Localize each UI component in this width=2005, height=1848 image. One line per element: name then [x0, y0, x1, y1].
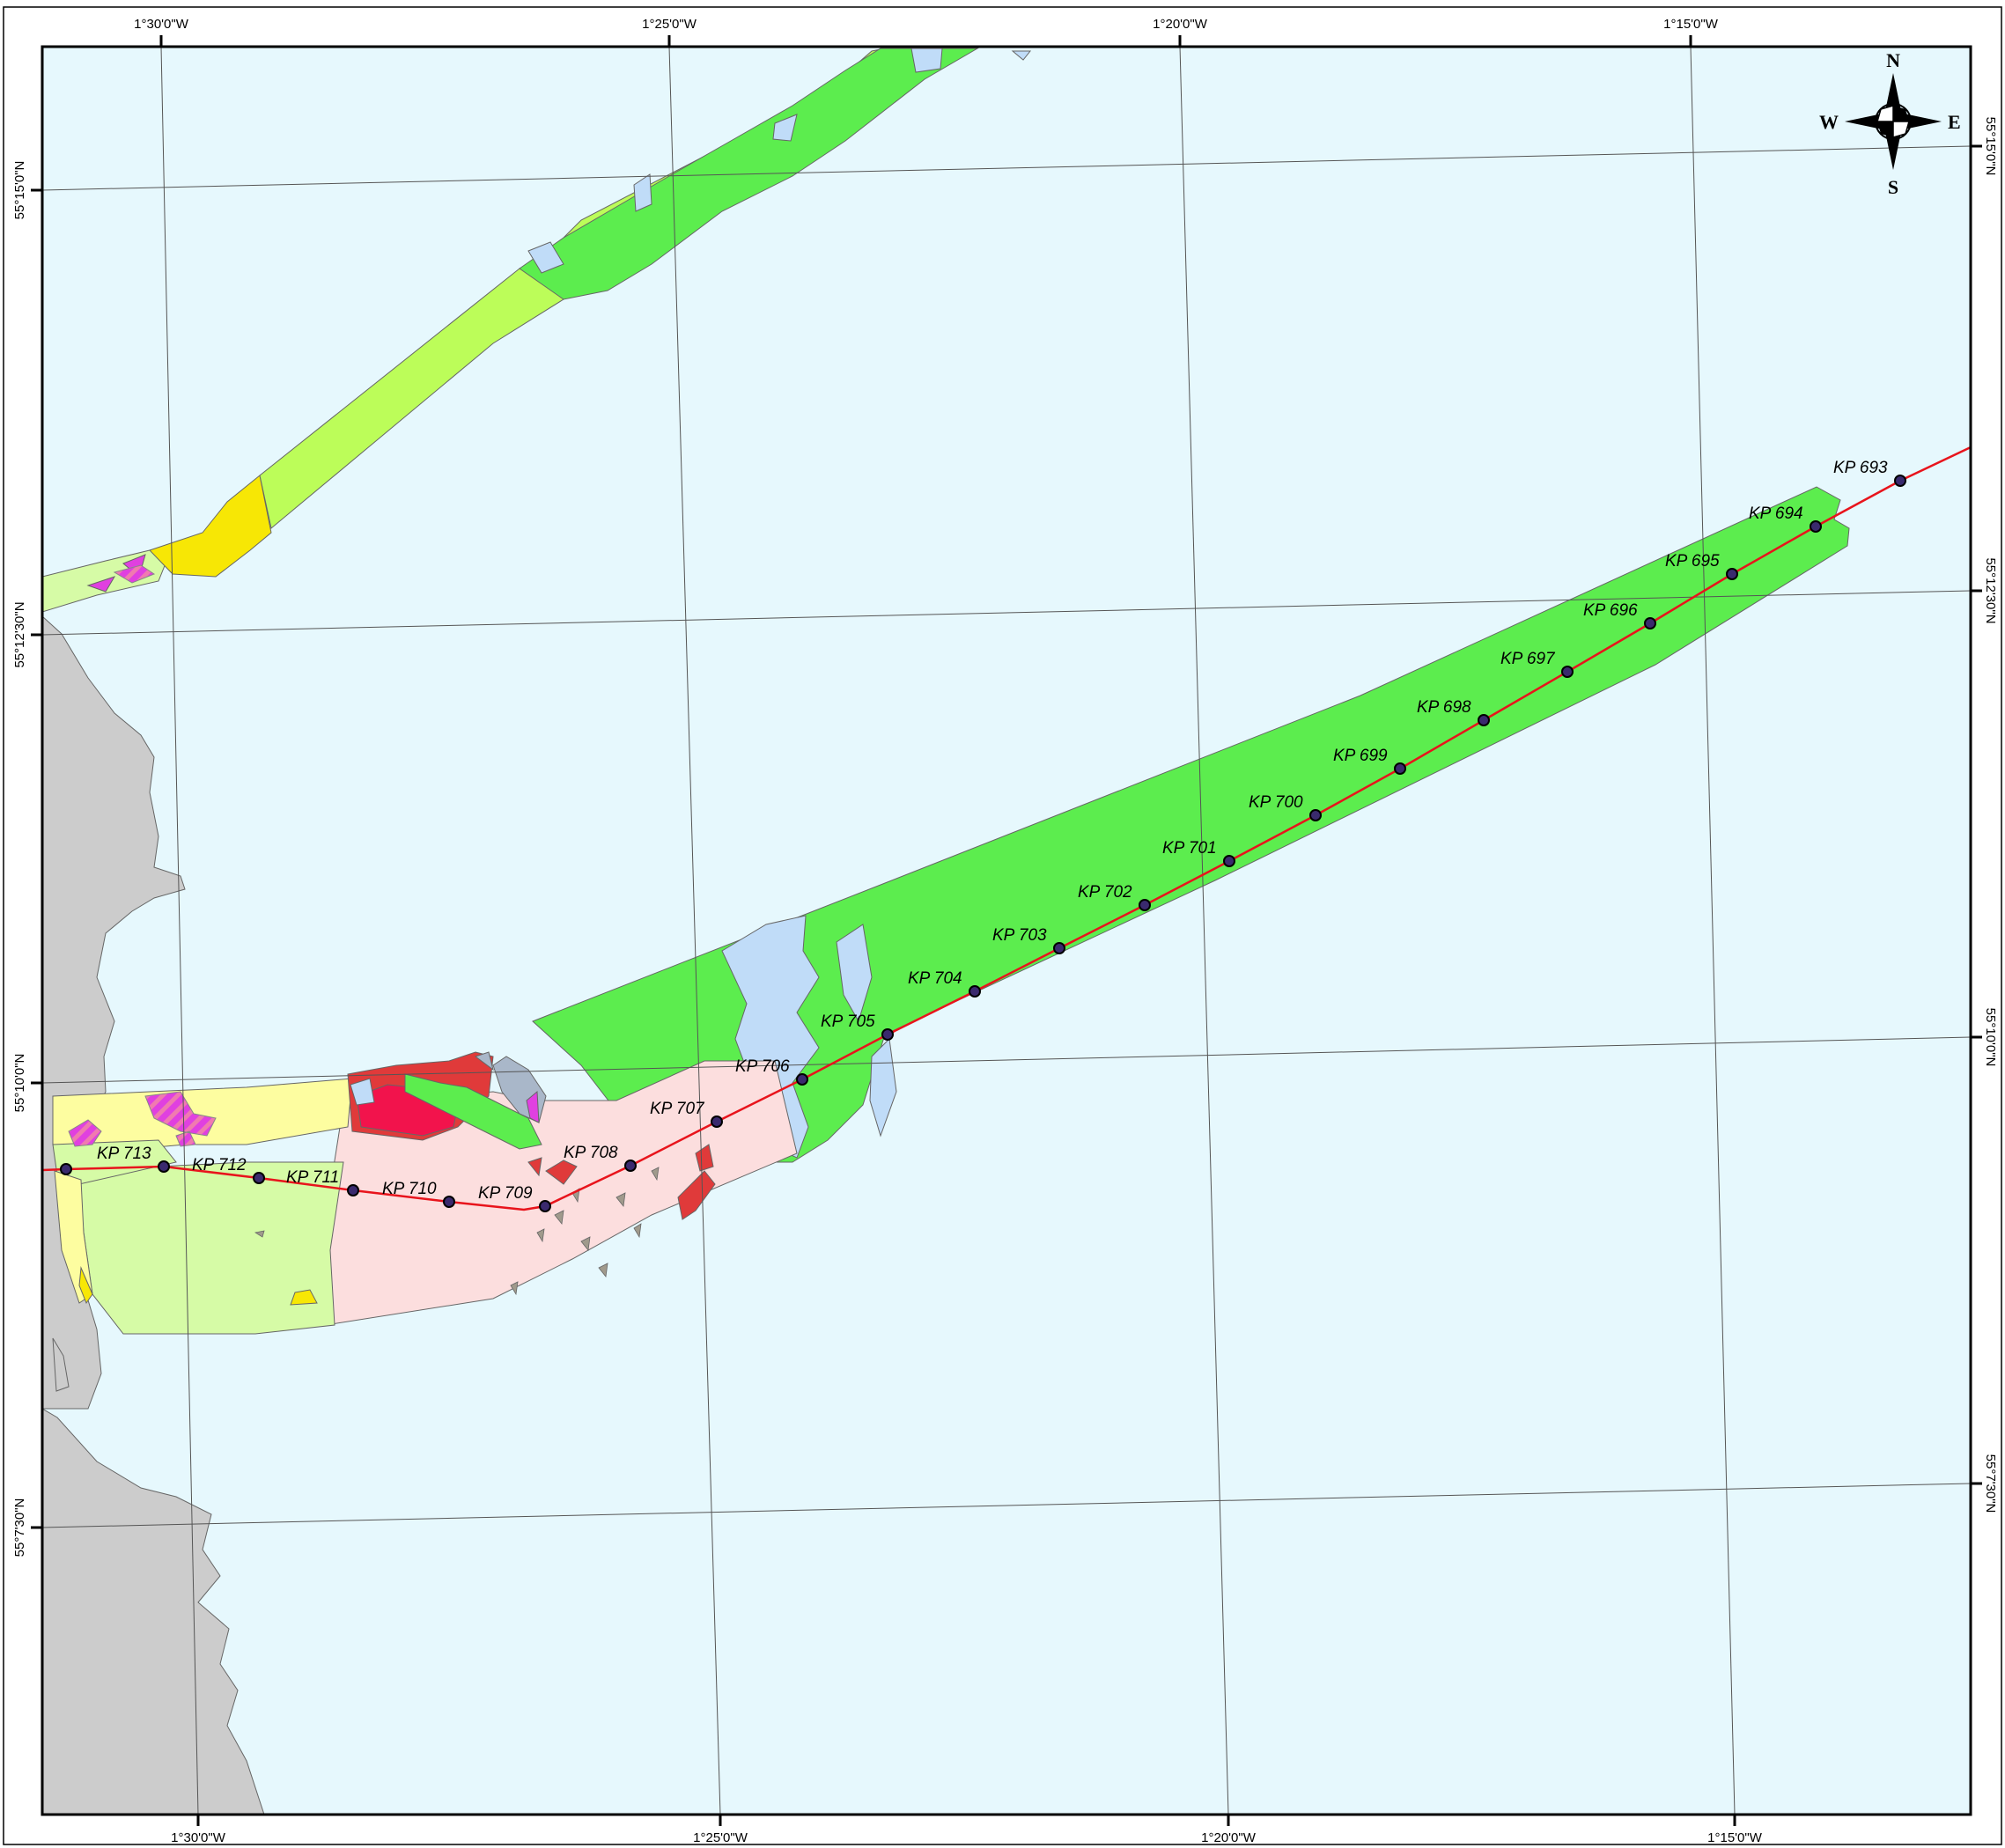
kp-marker	[158, 1160, 170, 1173]
compass-arrow-west-icon	[1845, 114, 1883, 129]
blue-lagoon	[350, 1078, 375, 1106]
green-wedge	[404, 1073, 542, 1150]
lon-label-bottom-3: 1°20'0"W	[1201, 1830, 1257, 1845]
kp-label: KP 703	[992, 926, 1047, 945]
coastline-land	[42, 615, 265, 1815]
lon-label-top-4: 1°15'0"W	[1663, 17, 1719, 32]
kp-marker	[711, 1115, 723, 1128]
kp-marker	[347, 1184, 359, 1196]
kp-label: KP 705	[821, 1012, 875, 1031]
kp-marker	[1223, 855, 1235, 867]
kp-marker	[60, 1163, 72, 1175]
kp-label: KP 694	[1749, 504, 1803, 523]
compass-arrow-south-icon	[1885, 132, 1901, 170]
kp-marker	[796, 1073, 808, 1086]
kp-marker	[1726, 568, 1738, 580]
kp-label: KP 708	[564, 1144, 618, 1162]
kp-label: KP 704	[908, 969, 962, 988]
kp-label: KP 709	[478, 1184, 533, 1203]
kp-label: KP 710	[382, 1180, 437, 1198]
lat-label-left-3: 55°10'0"N	[12, 1054, 27, 1113]
graticule-labels-top: 1°30'0"W 1°25'0"W 1°20'0"W 1°15'0"W	[134, 17, 1719, 32]
kp-label: KP 711	[286, 1168, 339, 1187]
kp-marker	[1394, 762, 1406, 775]
kp-label: KP 707	[650, 1100, 705, 1118]
kp-label: KP 699	[1333, 747, 1388, 765]
lat-label-left-4: 55°7'30"N	[12, 1498, 27, 1557]
lat-label-right-4: 55°7'30"N	[1983, 1454, 1998, 1513]
red-patches	[527, 1144, 716, 1220]
graticule-labels-left: 55°15'0"N 55°12'30"N 55°10'0"N 55°7'30"N	[12, 161, 27, 1557]
compass-east-label: E	[1948, 111, 1961, 133]
kp-marker	[1644, 617, 1656, 629]
west-yellow-spots	[78, 1266, 318, 1306]
kp-marker	[1139, 899, 1151, 911]
kp-marker	[1309, 809, 1322, 821]
kp-label: KP 701	[1162, 839, 1217, 858]
lat-label-left-2: 55°12'30"N	[12, 601, 27, 667]
kp-label: KP 695	[1665, 552, 1720, 571]
map-frame	[41, 45, 1972, 1816]
kp-marker	[539, 1200, 551, 1212]
kp-marker	[1053, 942, 1065, 954]
lon-label-bottom-4: 1°15'0"W	[1707, 1830, 1763, 1845]
lat-label-left-1: 55°15'0"N	[12, 161, 27, 220]
kp-label: KP 706	[735, 1057, 790, 1076]
lon-label-top-2: 1°25'0"W	[642, 17, 697, 32]
graticule-lines	[42, 47, 1971, 1815]
kp-label: KP 693	[1833, 459, 1888, 477]
kp-marker	[624, 1160, 637, 1172]
hatched-area-north	[113, 564, 156, 584]
west-pale-green	[78, 1161, 344, 1335]
graticule-labels-bottom: 1°30'0"W 1°25'0"W 1°20'0"W 1°15'0"W	[171, 1830, 1763, 1845]
compass-south-label: S	[1888, 176, 1898, 198]
lon-label-bottom-2: 1°25'0"W	[693, 1830, 748, 1845]
magenta-spot-centre	[526, 1090, 540, 1123]
kp-marker	[1810, 520, 1822, 533]
compass-arrow-east-icon	[1904, 114, 1942, 129]
graticule-labels-right: 55°15'0"N 55°12'30"N 55°10'0"N 55°7'30"N	[1983, 117, 1998, 1513]
kp-marker	[443, 1196, 455, 1208]
kp-label: KP 713	[97, 1145, 151, 1163]
kp-marker	[969, 985, 981, 998]
kp-label: KP 696	[1583, 601, 1638, 620]
frame-ticks	[31, 35, 1982, 1826]
kp-label: KP 700	[1249, 793, 1303, 812]
lon-label-bottom-1: 1°30'0"W	[171, 1830, 226, 1845]
compass-west-label: W	[1819, 111, 1839, 133]
north-corridor-blue-patches	[527, 48, 1032, 274]
kp-label: KP 698	[1417, 698, 1471, 717]
kp-markers: KP 693 KP 694 KP 695 KP 696 KP 697 KP 69…	[60, 459, 1906, 1212]
kp-marker	[1478, 714, 1490, 726]
kp-marker	[1894, 475, 1906, 487]
lat-label-right-1: 55°15'0"N	[1983, 117, 1998, 176]
lon-label-top-1: 1°30'0"W	[134, 17, 189, 32]
compass-arrow-north-icon	[1885, 73, 1901, 111]
lon-label-top-3: 1°20'0"W	[1153, 17, 1208, 32]
outer-border	[3, 6, 2002, 1845]
kp-marker	[1561, 666, 1574, 678]
kp-marker	[253, 1172, 265, 1184]
kp-label: KP 702	[1078, 883, 1132, 902]
north-corridor-yellow	[149, 475, 272, 578]
grey-brown-specks	[254, 1167, 660, 1296]
kp-marker	[881, 1028, 894, 1041]
lat-label-right-2: 55°12'30"N	[1983, 557, 1998, 623]
compass-rose: N S E W	[1819, 49, 1961, 198]
lat-label-right-3: 55°10'0"N	[1983, 1008, 1998, 1067]
kp-label: KP 712	[192, 1156, 247, 1174]
kp-label: KP 697	[1500, 650, 1556, 668]
compass-ring	[1875, 103, 1912, 140]
compass-north-label: N	[1886, 49, 1900, 71]
